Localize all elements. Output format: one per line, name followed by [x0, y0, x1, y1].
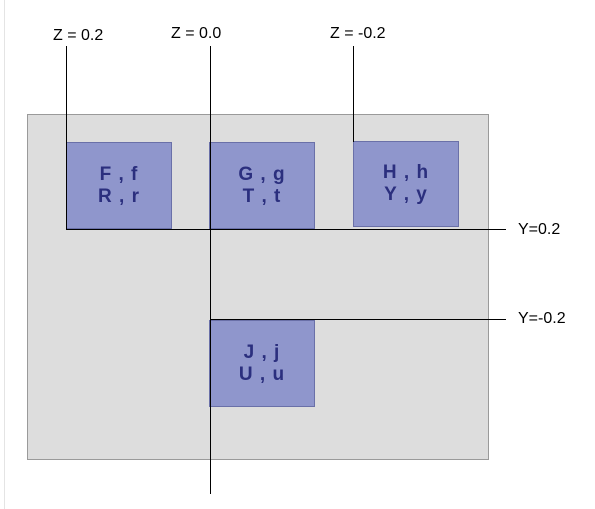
y-neg-line: [210, 319, 506, 320]
key-j-u-line1: J , j: [243, 341, 281, 363]
key-j-u-line2: U , u: [238, 363, 286, 385]
key-h-y: H , h Y , y: [353, 141, 459, 227]
key-f-r-line2: R , r: [98, 185, 140, 207]
key-g-t-line2: T , t: [242, 185, 282, 207]
left-edge-line: [4, 0, 5, 509]
z-zero-line: [210, 46, 211, 494]
key-f-r: F , f R , r: [66, 142, 172, 229]
key-g-t-line1: G , g: [238, 163, 286, 185]
key-h-y-line1: H , h: [382, 162, 430, 183]
key-j-u: J , j U , u: [209, 320, 315, 407]
y-pos-label: Y=0.2: [518, 221, 561, 238]
key-h-y-line2: Y , y: [384, 184, 428, 205]
key-g-t: G , g T , t: [209, 142, 315, 229]
z-pos-label: Z = 0.2: [53, 27, 104, 44]
z-neg-label: Z = -0.2: [330, 25, 386, 42]
z-zero-label: Z = 0.0: [171, 25, 222, 42]
y-neg-label: Y=-0.2: [518, 310, 566, 327]
key-f-r-line1: F , f: [99, 163, 139, 185]
z-neg-line: [353, 46, 354, 142]
y-pos-line: [66, 229, 506, 230]
z-pos-line: [66, 46, 67, 230]
